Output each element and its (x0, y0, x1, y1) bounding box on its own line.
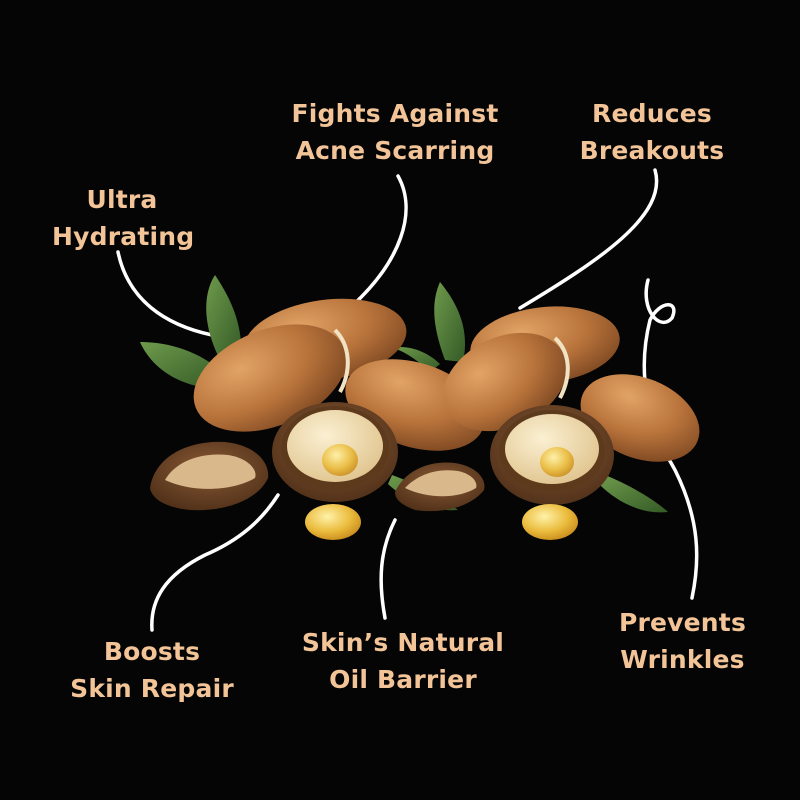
label-reduces-breakouts: Reduces Breakouts (579, 99, 725, 165)
connector-prevents-wrinkles (642, 278, 699, 600)
open-nut-left-oil-pool (322, 444, 358, 476)
nuts-right-group (443, 306, 700, 462)
connector-fights-acne (350, 174, 408, 308)
connector-boosts-repair (150, 493, 280, 632)
shell-piece-left-inner (165, 454, 256, 489)
nut-right-big (443, 332, 567, 432)
open-nut-left (272, 402, 398, 540)
label-ultra-hydrating: Ultra Hydrating (52, 185, 195, 251)
connector-reduces-breakouts (518, 168, 659, 310)
open-nut-right-oil-pool (540, 447, 574, 477)
leaf-left-top (206, 275, 242, 362)
connector-lines (116, 168, 699, 632)
leaf-mid-top (434, 282, 466, 362)
label-boosts-skin-repair: Boosts Skin Repair (70, 637, 234, 703)
oil-drop-left (305, 504, 361, 540)
label-fights-acne-scarring: Fights Against Acne Scarring (291, 99, 499, 165)
label-natural-oil-barrier: Skin’s Natural Oil Barrier (301, 628, 505, 694)
oil-drop-right (522, 504, 578, 540)
open-nut-right (490, 405, 614, 540)
leaf-right-bottom (600, 475, 668, 513)
connector-ultra-hydrating (116, 250, 214, 337)
shell-piece-center-inner (405, 470, 477, 497)
nut-right-seam (553, 336, 570, 399)
nut-left-seam (333, 328, 350, 393)
connector-oil-barrier (379, 518, 397, 620)
nut-left-big (193, 324, 347, 432)
broken-shells (150, 441, 485, 512)
label-prevents-wrinkles: Prevents Wrinkles (618, 608, 747, 674)
